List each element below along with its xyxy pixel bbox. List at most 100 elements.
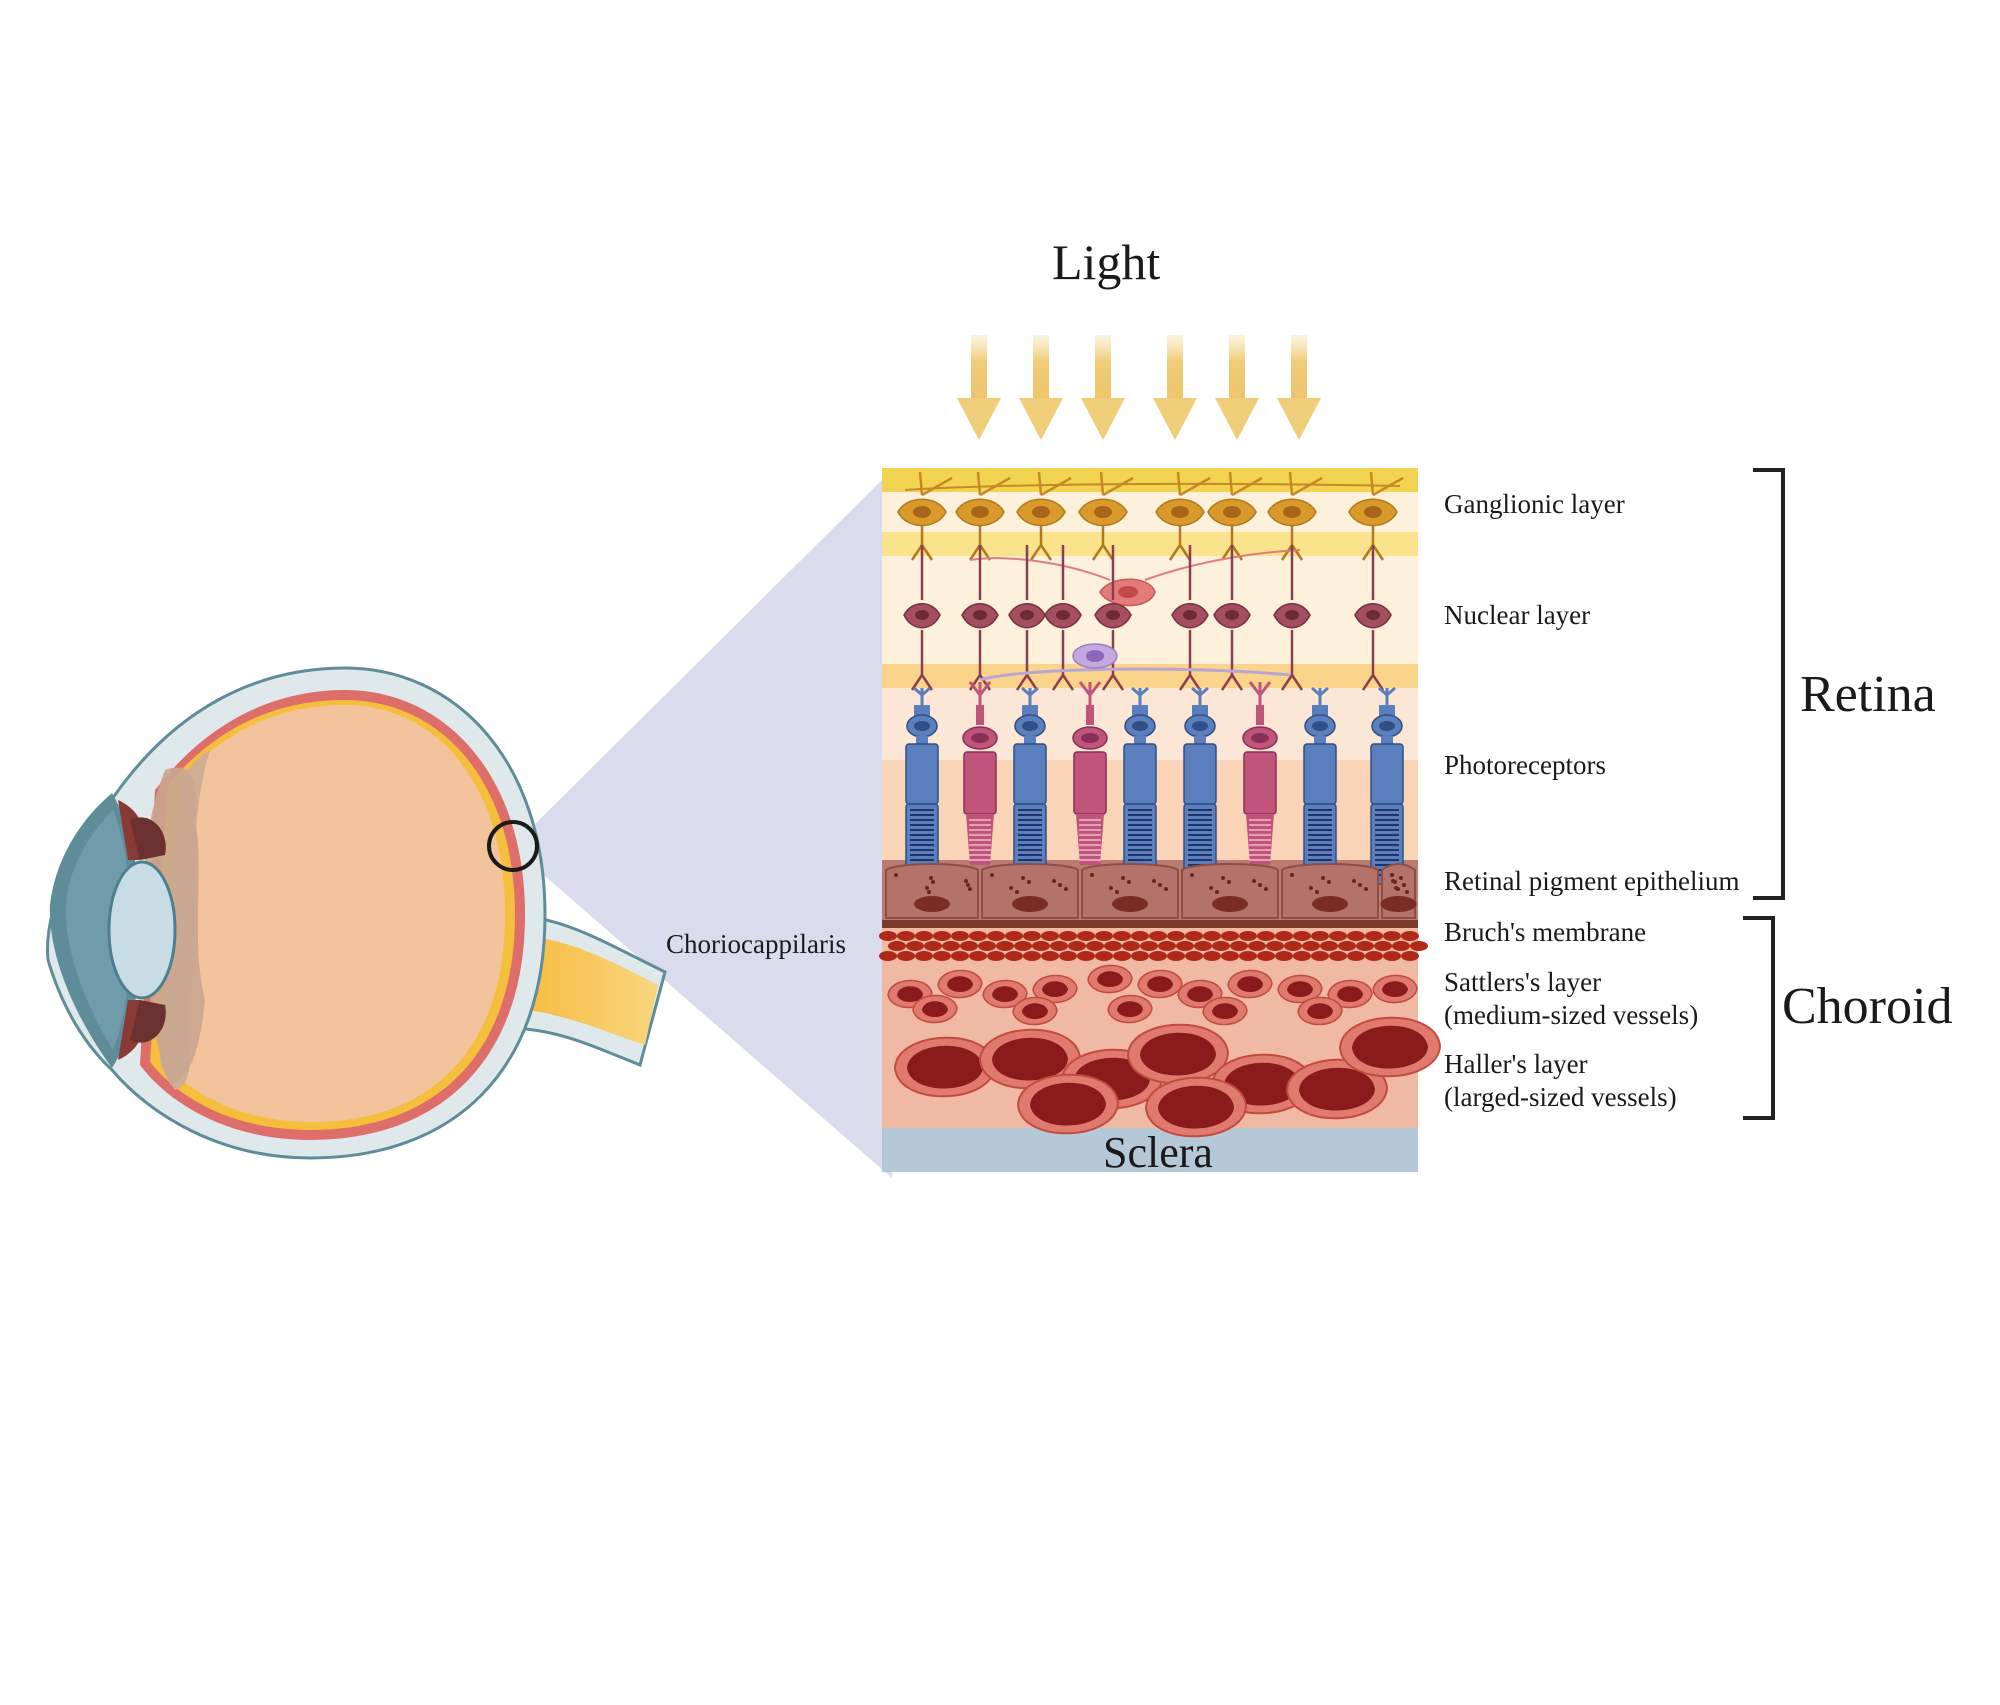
large-vessel-lumen — [907, 1045, 983, 1089]
rod-inner-segment — [1303, 743, 1337, 805]
capillary — [1095, 931, 1113, 941]
capillary — [1086, 941, 1104, 951]
ganglion-axon — [918, 471, 953, 497]
bipolar-nucleus — [1106, 610, 1120, 620]
capillary — [951, 931, 969, 941]
rpe-pigment — [929, 876, 933, 880]
rpe-pigment — [1399, 876, 1403, 880]
amacrine-nucleus — [1118, 586, 1138, 598]
capillary — [1077, 951, 1095, 961]
capillary — [951, 951, 969, 961]
label-sattlers-sub: (medium-sized vessels) — [1444, 1000, 1699, 1030]
rod-inner-segment — [1123, 743, 1157, 805]
large-vessel-lumen — [992, 1037, 1068, 1081]
capillary — [1005, 931, 1023, 941]
capillary — [1257, 951, 1275, 961]
rod-nucleus — [1022, 721, 1038, 731]
rpe-pigment — [1109, 886, 1113, 890]
capillary — [1302, 941, 1320, 951]
capillary — [1176, 941, 1194, 951]
ganglion-nucleus — [913, 506, 931, 518]
cone-nucleus — [1081, 733, 1099, 743]
bipolar-nucleus — [1366, 610, 1380, 620]
rod-nucleus — [1312, 721, 1328, 731]
capillary — [1167, 951, 1185, 961]
capillary — [1104, 941, 1122, 951]
rpe-pigment — [1405, 890, 1409, 894]
rpe-pigment — [1391, 879, 1395, 883]
bipolar-nucleus — [915, 610, 929, 620]
capillary — [933, 951, 951, 961]
bipolar-nucleus — [1056, 610, 1070, 620]
rpe-pigment — [1164, 887, 1168, 891]
light-arrow-shaft — [1229, 335, 1245, 400]
rod-fiber — [1134, 736, 1146, 746]
medium-vessel-lumen — [947, 976, 973, 993]
rpe-pigment — [1227, 880, 1231, 884]
rpe-pigment — [1321, 876, 1325, 880]
capillary — [1329, 951, 1347, 961]
capillary — [1320, 941, 1338, 951]
light-arrow-head — [1153, 398, 1197, 440]
rpe-nucleus — [1312, 896, 1348, 912]
ganglion-nucleus — [1223, 506, 1241, 518]
cone-axon — [976, 705, 984, 725]
capillary — [1293, 931, 1311, 941]
ganglion-dendrite — [1029, 526, 1053, 561]
medium-vessel-lumen — [1147, 976, 1173, 993]
rpe-nucleus — [1112, 896, 1148, 912]
bipolar-process — [1361, 545, 1385, 691]
ganglion-dendrite — [1280, 526, 1304, 561]
label-ganglionic-layer: Ganglionic layer — [1444, 489, 1625, 519]
retinal-cells — [885, 471, 1417, 919]
rpe-pigment — [1327, 880, 1331, 884]
medium-vessel-lumen — [1042, 981, 1068, 998]
bipolar-process — [1178, 545, 1202, 691]
capillary — [915, 931, 933, 941]
rod-fiber — [916, 736, 928, 746]
medium-vessel-lumen — [1337, 986, 1363, 1003]
rpe-pigment — [1158, 883, 1162, 887]
capillary — [1410, 941, 1428, 951]
bipolar-nucleus — [1020, 610, 1034, 620]
large-vessel-lumen — [1352, 1025, 1428, 1069]
capillary — [1248, 941, 1266, 951]
capillary — [879, 931, 897, 941]
capillary — [1284, 941, 1302, 951]
capillary — [1131, 951, 1149, 961]
capillary — [879, 951, 897, 961]
capillary — [1221, 951, 1239, 961]
rpe-pigment — [1252, 879, 1256, 883]
capillary — [1041, 931, 1059, 941]
capillary — [1221, 931, 1239, 941]
capillary — [1014, 941, 1032, 951]
light-arrow-head — [1019, 398, 1063, 440]
rpe-pigment — [927, 890, 931, 894]
rpe-nucleus — [1012, 896, 1048, 912]
rpe-pigment — [968, 887, 972, 891]
rod-inner-segment — [1013, 743, 1047, 805]
capillary — [1239, 931, 1257, 941]
rpe-pigment — [1402, 883, 1406, 887]
medium-vessel-lumen — [1307, 1003, 1333, 1020]
capillary — [1068, 941, 1086, 951]
rpe-pigment — [1394, 886, 1398, 890]
rod-fiber — [1381, 736, 1393, 746]
capillary — [1383, 951, 1401, 961]
capillary — [1203, 951, 1221, 961]
label-nuclear-layer: Nuclear layer — [1444, 600, 1591, 630]
rpe-pigment — [1309, 886, 1313, 890]
capillary — [897, 951, 915, 961]
capillary — [960, 941, 978, 951]
capillary — [987, 951, 1005, 961]
light-arrow-shaft — [1291, 335, 1307, 400]
rpe-pigment — [1190, 873, 1194, 877]
capillary — [1374, 941, 1392, 951]
medium-vessel-lumen — [1287, 981, 1313, 998]
rpe-pigment — [1027, 880, 1031, 884]
bipolar-process — [1280, 545, 1304, 691]
capillary — [924, 941, 942, 951]
rpe-pigment — [1258, 883, 1262, 887]
rod-nucleus — [1192, 721, 1208, 731]
capillary — [1401, 931, 1419, 941]
